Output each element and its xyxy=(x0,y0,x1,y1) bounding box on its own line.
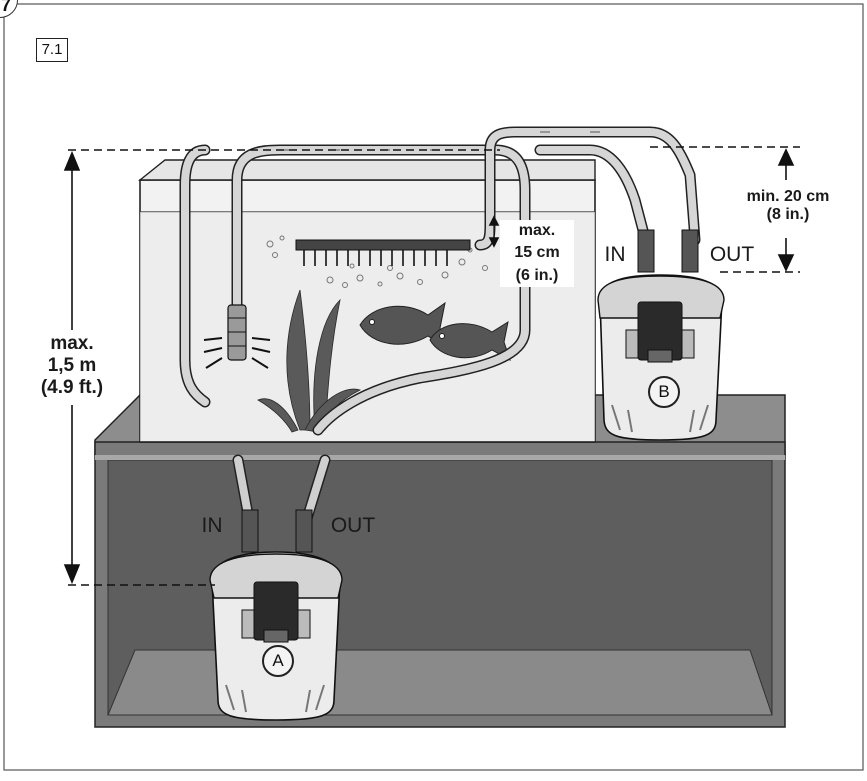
spray-bar xyxy=(295,239,471,266)
bubbles xyxy=(266,235,488,288)
height-max-line1: max. xyxy=(50,333,94,354)
depth-max-line1: max. xyxy=(500,220,574,243)
height-max-label: max. 1,5 m (4.9 ft.) xyxy=(22,333,122,399)
depth-max-line2: 15 cm xyxy=(500,242,574,265)
fish xyxy=(359,301,511,362)
height-min-label: min. 20 cm (8 in.) xyxy=(728,188,848,225)
filter-b xyxy=(597,229,725,441)
filter-b-letter: B xyxy=(648,376,680,408)
height-max-line2: 1,5 m xyxy=(47,354,97,376)
dimension-lines xyxy=(63,146,800,586)
figure-label: 7.1 xyxy=(36,38,68,62)
intake-strainer xyxy=(203,304,271,369)
filter-b-out-label: OUT xyxy=(709,243,755,266)
filter-a xyxy=(209,509,343,721)
depth-max-line3: (6 in.) xyxy=(500,264,574,288)
height-min-line2: (8 in.) xyxy=(766,206,810,224)
filter-a-out-label: OUT xyxy=(330,514,376,537)
cabinet xyxy=(94,394,786,728)
depth-max-label: max. 15 cm (6 in.) xyxy=(500,220,574,288)
height-max-line3: (4.9 ft.) xyxy=(40,376,104,398)
filter-b-in-label: IN xyxy=(604,243,626,266)
filter-a-in-label: IN xyxy=(201,514,223,537)
filter-a-letter: A xyxy=(262,645,294,677)
height-min-line1: min. 20 cm xyxy=(746,188,830,205)
frame-border xyxy=(3,3,864,771)
